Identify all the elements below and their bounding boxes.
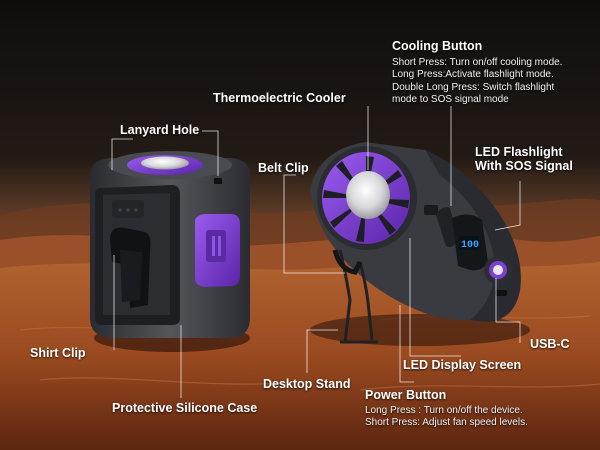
power-button-description: Long Press : Turn on/off the device. Sho…	[365, 405, 528, 430]
label-thermoelectric-cooler: Thermoelectric Cooler	[213, 91, 346, 105]
label-protective-case: Protective Silicone Case	[112, 401, 258, 415]
cooling-desc-line-1: Short Press: Turn on/off cooling mode.	[392, 57, 563, 68]
power-desc-line-2: Short Press: Adjust fan speed levels.	[365, 417, 528, 429]
label-lanyard-hole: Lanyard Hole	[120, 123, 200, 137]
label-power-button: Power Button	[365, 388, 447, 402]
cooling-button-description: Short Press: Turn on/off cooling mode. L…	[392, 57, 562, 107]
led-flashlight-line-1: LED Flashlight	[475, 145, 563, 159]
label-led-display-screen: LED Display Screen	[403, 358, 522, 372]
label-belt-clip: Belt Clip	[258, 161, 309, 175]
cooling-desc-line-3: Double Long Press: Switch flashlight	[392, 81, 555, 93]
label-shirt-clip: Shirt Clip	[30, 346, 86, 360]
led-flashlight-line-2: With SOS Signal	[475, 159, 573, 173]
label-desktop-stand: Desktop Stand	[263, 377, 351, 391]
callout-lines	[111, 106, 521, 398]
cooling-desc-line-4: mode to SOS signal mode	[392, 94, 509, 106]
right-device: 100	[310, 142, 530, 346]
left-device	[90, 151, 250, 352]
display-readout: 100	[461, 240, 479, 251]
label-cooling-button: Cooling Button	[392, 39, 483, 53]
power-desc-line-1: Long Press : Turn on/off the device.	[365, 405, 523, 416]
label-usb-c: USB-C	[530, 337, 570, 351]
label-led-flashlight: LED Flashlight With SOS Signal	[475, 145, 573, 173]
cooling-desc-line-2: Long Press:Activate flashlight mode.	[392, 69, 554, 81]
